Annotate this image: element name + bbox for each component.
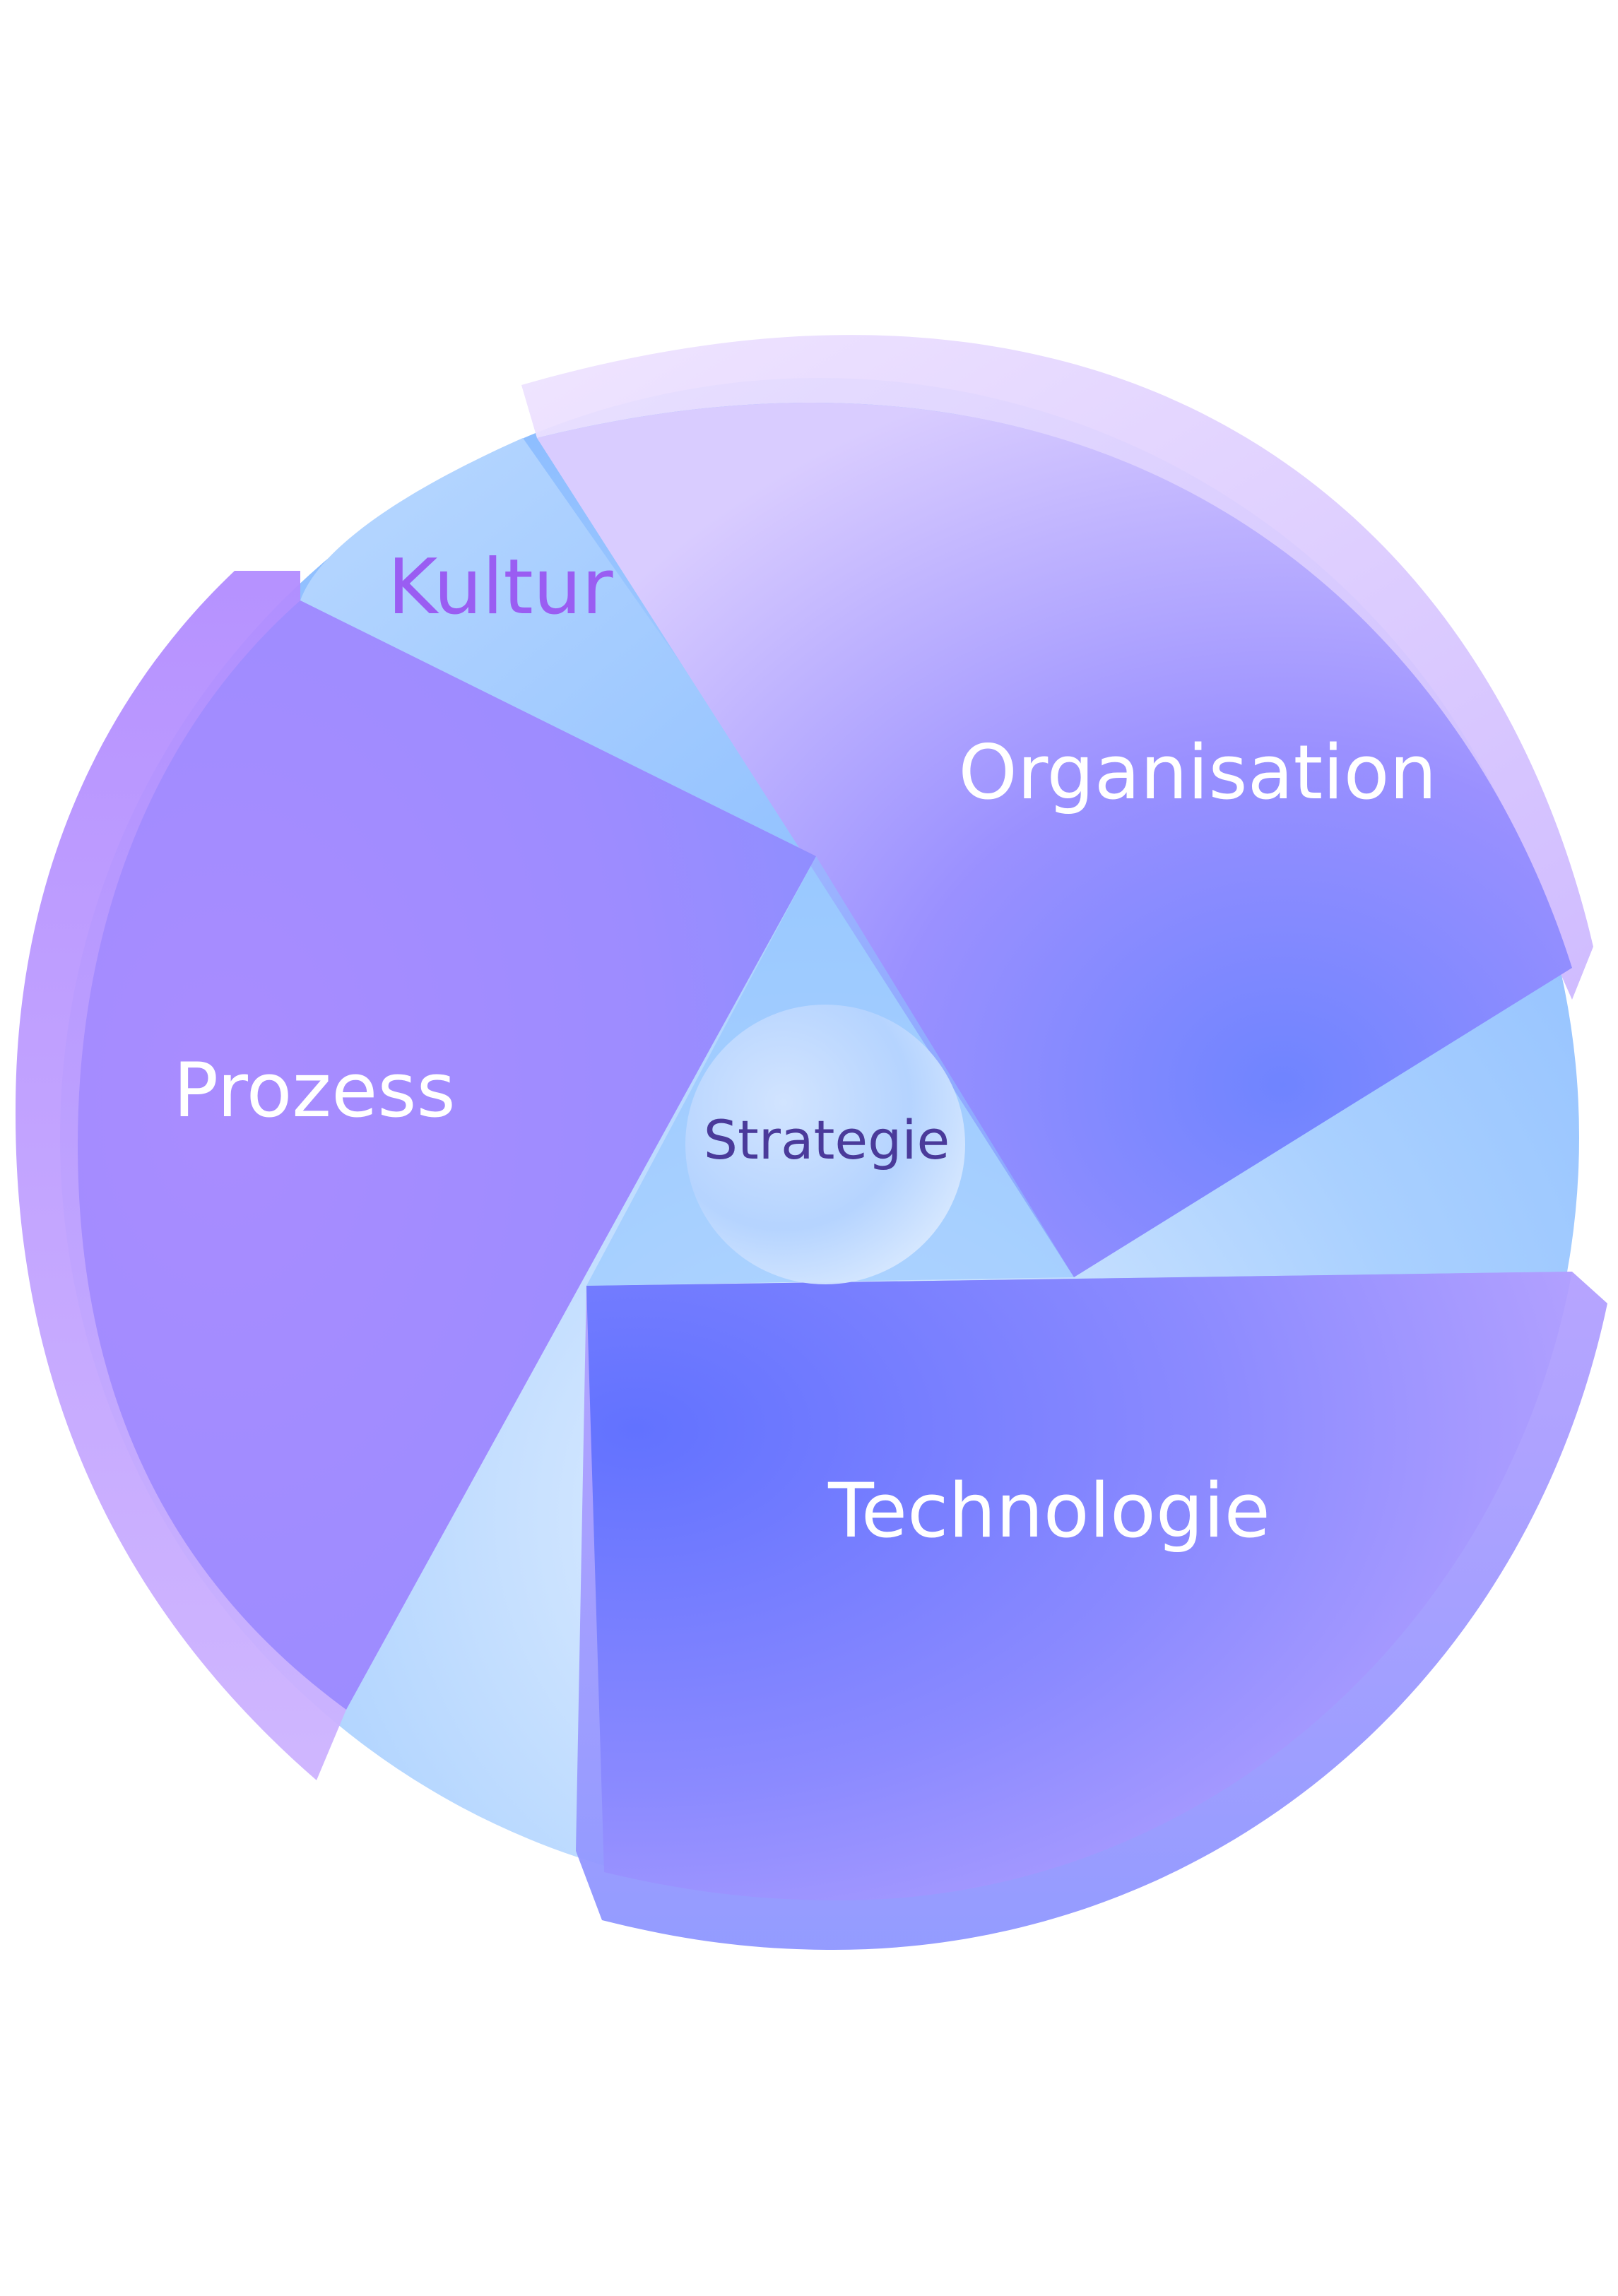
center-circle [685, 1005, 965, 1284]
label-strategie: Strategie [704, 1108, 950, 1171]
label-technologie: Technologie [827, 1467, 1270, 1554]
label-prozess: Prozess [173, 1047, 455, 1134]
segment-organisation-rim [521, 335, 1593, 1000]
segment-kultur-shape [300, 438, 816, 856]
segment-organisation-shape [537, 402, 1572, 1277]
label-organisation: Organisation [958, 729, 1436, 816]
label-kultur: Kultur [387, 543, 613, 632]
segment-prozess-shape [78, 600, 816, 1710]
segment-technologie-shape [586, 1272, 1572, 1900]
